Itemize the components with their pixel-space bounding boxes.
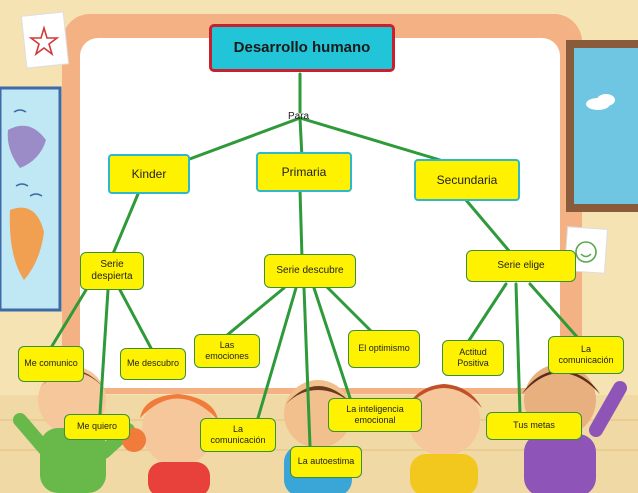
star-note-icon (20, 11, 70, 69)
connector-p-item-3 (302, 286, 312, 448)
item-node-actitud-positiva: Actitud Positiva (442, 340, 504, 376)
connector-k-item-3 (118, 288, 154, 352)
connector-p-item-2 (256, 286, 298, 420)
item-node-el-optimismo: El optimismo (348, 330, 420, 368)
stage-node-primaria: Serie descubre (264, 254, 356, 288)
level-node-primaria: Primaria (256, 152, 352, 192)
level-node-secundaria: Secundaria (414, 159, 520, 201)
window-icon (566, 40, 638, 212)
connector-para-primaria (298, 116, 304, 160)
item-node-las-emociones: Las emociones (194, 334, 260, 368)
item-node-me-comunico: Me comunico (18, 346, 84, 382)
connector-lines (50, 72, 580, 448)
connector-p-item-5 (324, 284, 374, 334)
connector-p-item-4 (312, 286, 352, 400)
connector-secundaria-stage (464, 198, 512, 254)
item-node-la-comunicacion-primaria: La comunicación (200, 418, 276, 452)
item-node-tus-metas: Tus metas (486, 412, 582, 440)
stage-node-kinder: Serie despierta (80, 252, 144, 290)
connector-word: Para (288, 111, 310, 122)
child-girl-yellow-illustration (406, 384, 482, 493)
connector-s-item-2 (514, 282, 522, 416)
item-node-me-quiero: Me quiero (64, 414, 130, 440)
item-node-la-comunicacion-secundaria: La comunicación (548, 336, 624, 374)
world-map-icon (0, 86, 62, 312)
connector-p-item-1 (224, 286, 286, 338)
root-node: Desarrollo humano (209, 24, 395, 72)
item-node-la-inteligencia-emocional: La inteligencia emocional (328, 398, 422, 432)
connector-para-secundaria (298, 116, 462, 168)
item-node-la-autoestima: La autoestima (290, 446, 362, 478)
connector-k-item-2 (98, 288, 110, 416)
connector-s-item-1 (466, 282, 508, 344)
level-node-kinder: Kinder (108, 154, 190, 194)
connector-k-item-1 (50, 288, 88, 348)
connector-primaria-stage (298, 188, 304, 260)
item-node-me-descubro: Me descubro (120, 348, 186, 380)
connector-s-item-3 (528, 282, 580, 340)
connector-kinder-stage (110, 192, 140, 258)
stage-node-secundaria: Serie elige (466, 250, 576, 282)
